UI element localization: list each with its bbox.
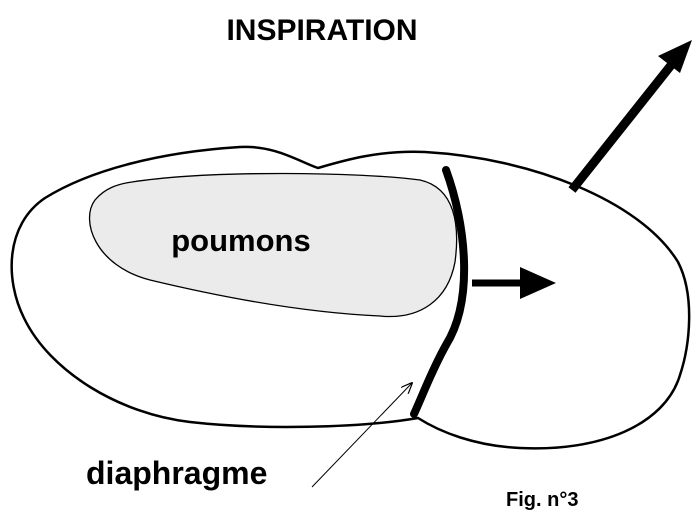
- arrow-up-right-icon: [572, 40, 692, 190]
- diagram-title: INSPIRATION: [226, 14, 417, 47]
- lungs-label: poumons: [171, 223, 311, 258]
- thin-arrow-icon: [312, 383, 412, 487]
- diaphragm-label: diaphragme: [86, 455, 267, 491]
- figure-caption: Fig. n°3: [506, 489, 578, 511]
- arrow-right-icon: [472, 267, 556, 299]
